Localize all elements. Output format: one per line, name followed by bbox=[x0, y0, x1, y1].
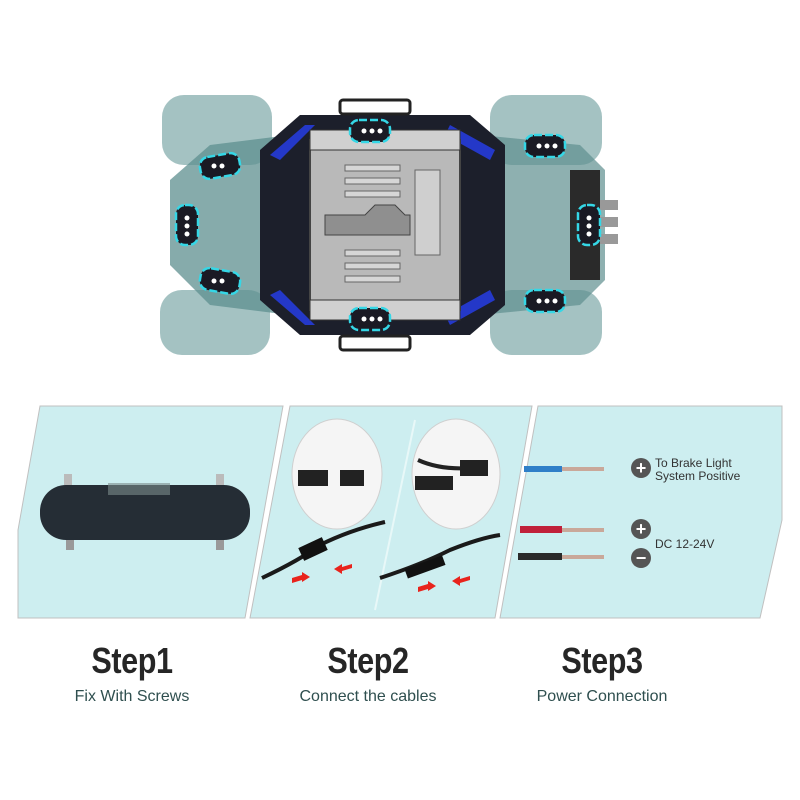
step1-title: Step1 bbox=[91, 640, 173, 681]
step2-subtitle: Connect the cables bbox=[299, 688, 437, 705]
brake-light-label: To Brake Light System Positive bbox=[655, 456, 741, 483]
red-arrow-icon bbox=[292, 564, 470, 592]
plus-circle-icon: + bbox=[631, 458, 651, 478]
steps-panels bbox=[0, 400, 800, 630]
step1-subtitle: Fix With Screws bbox=[74, 688, 190, 705]
step3-subtitle: Power Connection bbox=[536, 688, 668, 705]
minus-circle-icon: − bbox=[631, 548, 651, 568]
vehicle-top-view-illustration bbox=[150, 90, 620, 360]
controller-box-illustration bbox=[40, 474, 250, 550]
step3-title: Step3 bbox=[561, 640, 643, 681]
plus-circle-icon: + bbox=[631, 519, 651, 539]
dc-voltage-label: DC 12-24V bbox=[655, 537, 715, 551]
step2-title: Step2 bbox=[327, 640, 409, 681]
